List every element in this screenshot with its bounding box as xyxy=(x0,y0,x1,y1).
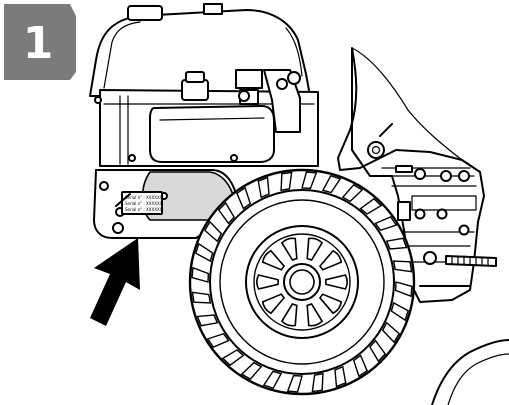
rim-spoke-opening xyxy=(261,249,286,271)
tire-tread xyxy=(359,197,383,215)
tire-tread xyxy=(217,201,235,225)
tire-tread xyxy=(206,332,230,348)
rim-spoke-opening xyxy=(255,274,279,290)
rim-spoke-opening xyxy=(318,249,343,271)
serial-line-2: Serial n° : XXXXXX xyxy=(125,201,163,206)
tire-tread xyxy=(374,216,398,232)
rim-spoke-opening xyxy=(318,293,343,315)
tire-tread xyxy=(240,361,263,381)
tire-tread xyxy=(196,314,219,327)
rim-spoke-opening xyxy=(325,274,349,290)
handle-bracket xyxy=(337,47,497,303)
rim-spoke-opening xyxy=(306,237,324,261)
tire-tread xyxy=(280,171,293,192)
tire-tread xyxy=(203,220,223,243)
tire-tread xyxy=(341,183,364,203)
rim-spoke-opening xyxy=(261,293,286,315)
rim-spoke-opening xyxy=(280,237,298,261)
tire-tread xyxy=(221,349,245,367)
engine xyxy=(89,3,319,167)
serial-number-plate: Serial n° : XXXXXX Serial n° : XXXXXX Se… xyxy=(115,191,163,215)
tire-tread xyxy=(236,186,252,210)
tire-tread xyxy=(385,237,408,250)
tire-tread xyxy=(394,281,413,298)
tire-tread xyxy=(301,171,318,190)
tire-tread xyxy=(311,372,324,393)
tire-tread xyxy=(390,301,410,322)
serial-line-3: Serial n° : XXXXXX xyxy=(125,207,163,212)
rim-spoke-opening xyxy=(306,303,324,327)
tire-tread xyxy=(191,266,210,283)
tire-tread xyxy=(392,260,413,273)
rear-wheel xyxy=(188,168,416,396)
tire-tread xyxy=(257,176,270,199)
rim-spoke-opening xyxy=(280,303,298,327)
step-badge-background xyxy=(4,4,76,80)
tire-tread xyxy=(321,174,342,194)
second-wheel-partial xyxy=(431,339,509,405)
tire-tread xyxy=(369,339,387,363)
serial-line-1: Serial n° : XXXXXX xyxy=(125,195,163,200)
pointer-arrow xyxy=(90,238,140,326)
mower-deck xyxy=(93,169,241,239)
step-number: 1 xyxy=(23,18,54,69)
tire-tread xyxy=(194,242,214,263)
tire-tread xyxy=(381,321,401,344)
tire-tread xyxy=(262,370,283,390)
step-badge: 1 xyxy=(4,4,76,80)
tire-tread xyxy=(191,291,212,304)
tire-tread xyxy=(286,374,303,393)
tire-tread xyxy=(352,354,368,378)
tire-tread xyxy=(334,365,347,388)
